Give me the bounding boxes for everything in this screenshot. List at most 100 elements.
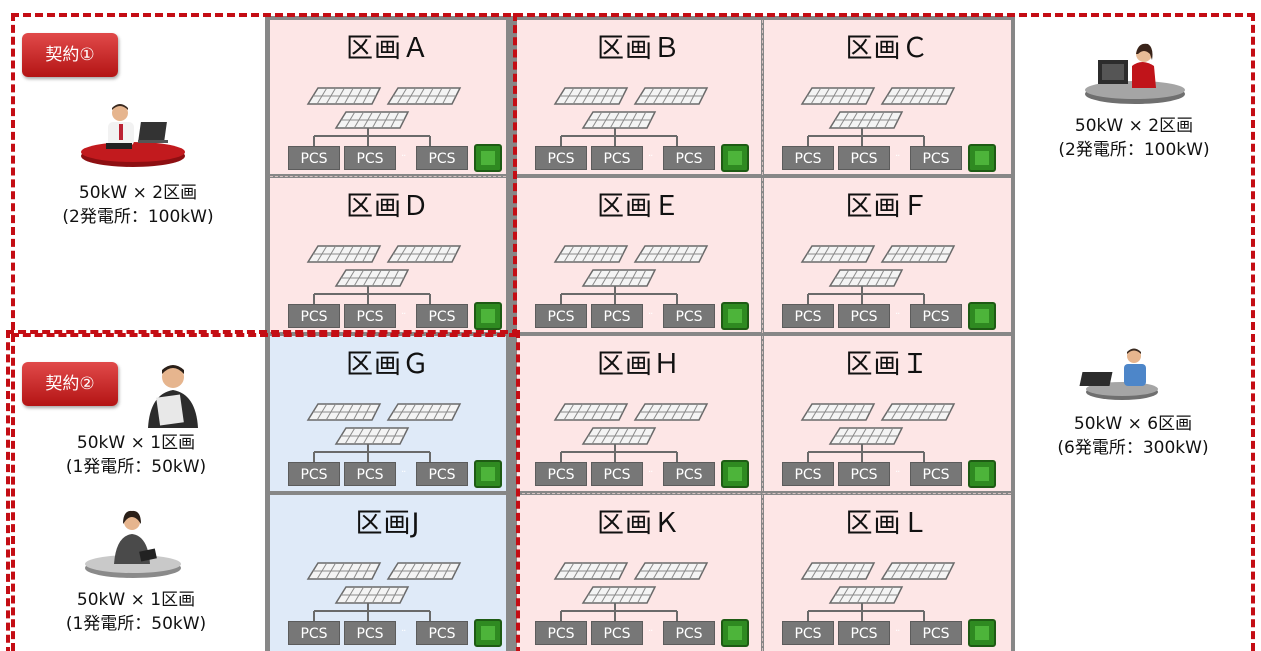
divider-h-i: [762, 336, 763, 491]
businesswoman-desk-icon: [1085, 43, 1185, 104]
pcs-unit: PCS: [782, 304, 834, 328]
pcs-unit: PCS: [910, 304, 962, 328]
ellipsis-dots: ··: [895, 626, 900, 637]
middle-right-capacity: 50kW × 6区画: [1073, 414, 1193, 434]
power-meter-icon: [474, 144, 502, 172]
solar-panels-icon: [553, 87, 709, 146]
solar-panels-icon: [553, 403, 709, 462]
ellipsis-dots: ··: [648, 309, 653, 320]
middle-right-caption: 50kW × 6区画 (6発電所：300kW): [1022, 412, 1244, 460]
section-title: 区画Ｃ: [845, 33, 930, 64]
solar-panels-icon: [800, 245, 956, 304]
divider-a-d: [270, 176, 506, 177]
contract-1-caption: 50kW × 2区画 (2発電所：100kW): [38, 181, 238, 229]
pcs-unit: PCS: [344, 462, 396, 486]
businessman-document-icon: [148, 365, 198, 428]
pcs-unit: PCS: [288, 462, 340, 486]
section-title: 区画Ｅ: [597, 191, 681, 222]
solar-panels-icon: [800, 87, 956, 146]
ellipsis-dots: ··: [401, 626, 406, 637]
solar-array: [764, 226, 1011, 318]
pcs-unit: PCS: [663, 621, 715, 645]
middle-right-plants: (6発電所：300kW): [1057, 438, 1209, 458]
solar-array: [517, 543, 761, 635]
ellipsis-dots: ··: [648, 626, 653, 637]
contract-2a-caption: 50kW × 1区画 (1発電所：50kW): [36, 431, 236, 479]
power-meter-icon: [968, 619, 996, 647]
solar-panels-icon: [800, 562, 956, 621]
solar-panels-icon: [553, 562, 709, 621]
contract-2-badge: 契約②: [22, 362, 118, 406]
solar-array: [517, 68, 761, 160]
solar-array: [270, 384, 506, 476]
ellipsis-dots: ··: [895, 467, 900, 478]
contract-1-badge: 契約①: [22, 33, 118, 77]
contract-2a-capacity: 50kW × 1区画: [76, 433, 196, 453]
contract-2-frame: [6, 330, 520, 651]
pcs-unit: PCS: [288, 146, 340, 170]
solar-panels-icon: [306, 245, 462, 304]
section-title: 区画Ｈ: [597, 349, 681, 380]
solar-array: [517, 226, 761, 318]
divider-k-l: [762, 495, 763, 651]
pcs-unit: PCS: [535, 462, 587, 486]
pcs-unit: PCS: [910, 462, 962, 486]
ellipsis-dots: ··: [895, 309, 900, 320]
businessman-laptop-icon: [1079, 348, 1158, 400]
pcs-unit: PCS: [344, 621, 396, 645]
contract-1-capacity: 50kW × 2区画: [78, 183, 198, 203]
pcs-unit: PCS: [663, 462, 715, 486]
power-meter-icon: [474, 619, 502, 647]
pcs-unit: PCS: [288, 304, 340, 328]
pcs-unit: PCS: [782, 146, 834, 170]
pcs-unit: PCS: [535, 146, 587, 170]
pcs-unit: PCS: [344, 304, 396, 328]
upper-right-caption: 50kW × 2区画 (2発電所：100kW): [1028, 114, 1240, 162]
solar-panels-icon: [553, 245, 709, 304]
section-title: 区画J: [355, 508, 421, 539]
ellipsis-dots: ··: [401, 151, 406, 162]
pcs-unit: PCS: [838, 621, 890, 645]
pcs-unit: PCS: [838, 462, 890, 486]
contract-1-plants: (2発電所：100kW): [62, 207, 214, 227]
ellipsis-dots: ··: [895, 151, 900, 162]
pcs-unit: PCS: [288, 621, 340, 645]
solar-array: [764, 543, 1011, 635]
contract-2b-caption: 50kW × 1区画 (1発電所：50kW): [36, 588, 236, 636]
pcs-unit: PCS: [535, 304, 587, 328]
pcs-unit: PCS: [591, 621, 643, 645]
ellipsis-dots: ··: [401, 467, 406, 478]
solar-array: [270, 68, 506, 160]
divider-b-c: [762, 20, 763, 175]
section-title: 区画Ｌ: [845, 508, 930, 539]
section-title: 区画Ｉ: [845, 349, 930, 380]
divider-e-f: [762, 178, 763, 333]
solar-panels-icon: [306, 403, 462, 462]
pcs-unit: PCS: [910, 621, 962, 645]
pcs-unit: PCS: [591, 146, 643, 170]
divider-h-k: [517, 493, 1011, 494]
pcs-unit: PCS: [782, 462, 834, 486]
power-meter-icon: [968, 302, 996, 330]
solar-array: [764, 384, 1011, 476]
section-title: 区画Ｄ: [346, 191, 430, 222]
businesswoman-tablet-icon: [85, 510, 181, 578]
upper-right-capacity: 50kW × 2区画: [1074, 116, 1194, 136]
ellipsis-dots: ··: [648, 151, 653, 162]
section-title: 区画Ｇ: [346, 349, 430, 380]
solar-panels-icon: [306, 87, 462, 146]
contract-2a-plants: (1発電所：50kW): [65, 457, 207, 477]
ellipsis-dots: ··: [401, 309, 406, 320]
pcs-unit: PCS: [591, 304, 643, 328]
power-meter-icon: [721, 619, 749, 647]
